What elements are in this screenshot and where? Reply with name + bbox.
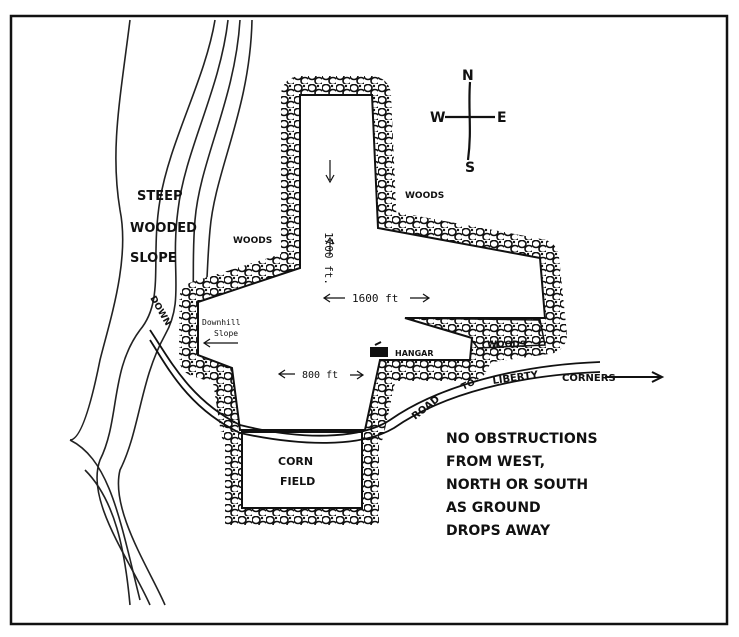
compass-north: N bbox=[462, 68, 474, 84]
compass-west: W bbox=[430, 110, 445, 126]
road bbox=[149, 329, 665, 444]
corn-field bbox=[241, 431, 363, 509]
runway-short-length: 800 ft bbox=[302, 370, 338, 381]
note-line-3: NORTH OR SOUTH bbox=[446, 477, 588, 493]
compass-east: E bbox=[497, 110, 507, 126]
note-line-5: DROPS AWAY bbox=[446, 523, 551, 539]
ns-dimension-arrows bbox=[325, 160, 335, 255]
road-label-4: CORNERS bbox=[562, 373, 616, 384]
hangar-roof bbox=[374, 341, 382, 346]
hangar-label: HANGAR bbox=[395, 349, 434, 358]
runway-ew-length: 1600 ft bbox=[352, 292, 398, 305]
short-dimension-arrows bbox=[277, 369, 365, 380]
downhill-slope-label-2: Slope bbox=[214, 329, 238, 338]
downhill-slope-label-1: Downhill bbox=[202, 318, 241, 327]
woods-west-label: WOODS bbox=[233, 236, 272, 246]
steep-slope-label-3: SLOPE bbox=[130, 251, 177, 266]
corn-field-label-1: CORN bbox=[278, 455, 313, 468]
downhill-arrow bbox=[202, 338, 238, 348]
compass-south: S bbox=[465, 160, 475, 176]
steep-slope-label-1: STEEP bbox=[137, 189, 183, 204]
runway-clearing bbox=[197, 94, 547, 431]
ew-dimension-arrows bbox=[322, 293, 431, 303]
woods-north-label: WOODS bbox=[405, 191, 444, 201]
slope-contours bbox=[69, 19, 253, 606]
hangar-icon bbox=[370, 347, 388, 357]
steep-slope-label-2: WOODED bbox=[130, 221, 197, 236]
corn-field-label-2: FIELD bbox=[280, 475, 315, 488]
note-line-4: AS GROUND bbox=[446, 500, 541, 516]
note-line-1: NO OBSTRUCTIONS bbox=[446, 431, 598, 447]
note-line-2: FROM WEST, bbox=[446, 454, 545, 470]
runway-ns-length: 1700 ft. bbox=[322, 232, 335, 285]
woods-east-label: WOODS bbox=[487, 340, 526, 350]
obstruction-note: NO OBSTRUCTIONS FROM WEST, NORTH OR SOUT… bbox=[446, 431, 598, 539]
compass-rose bbox=[445, 81, 495, 161]
